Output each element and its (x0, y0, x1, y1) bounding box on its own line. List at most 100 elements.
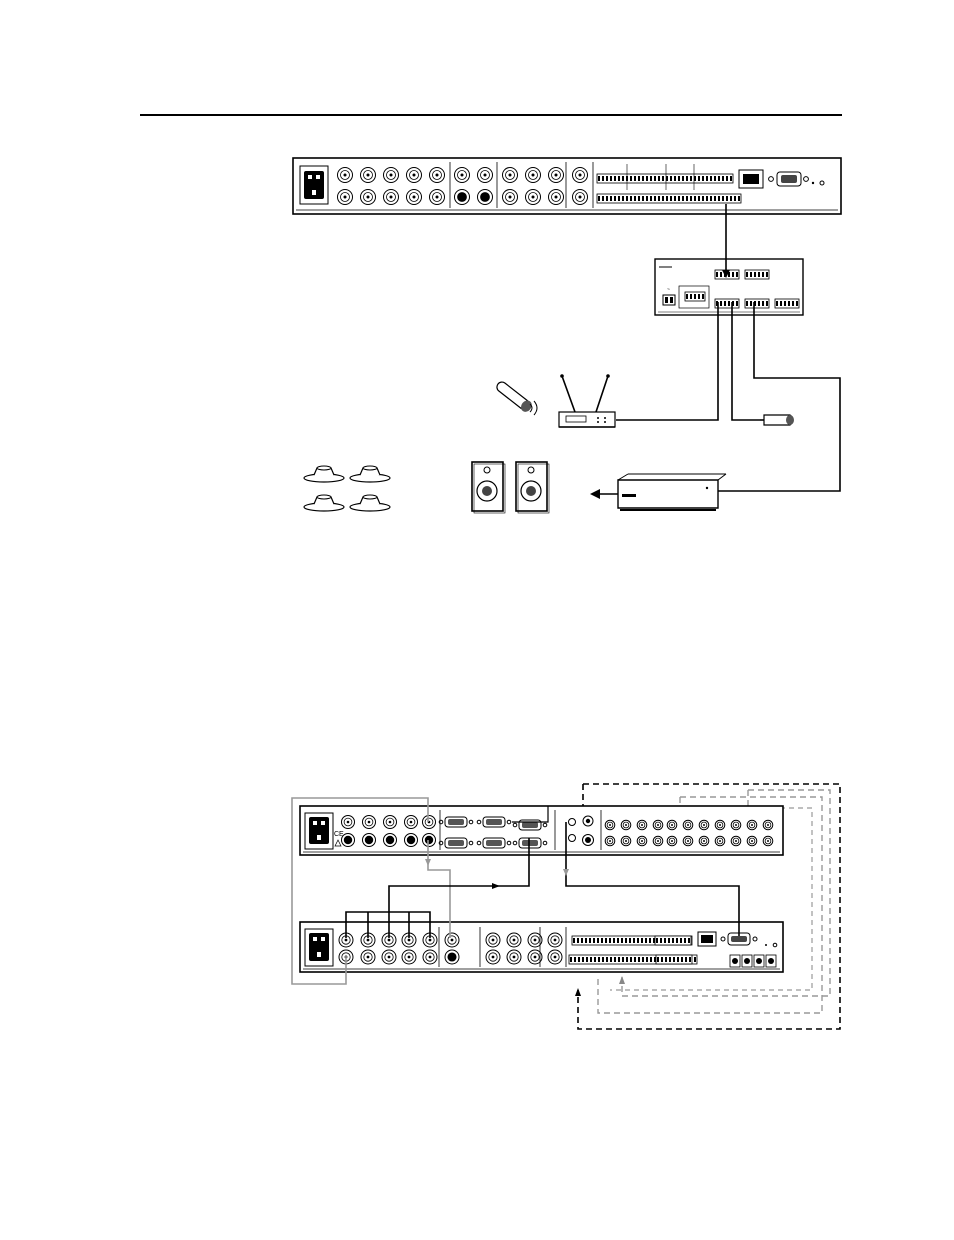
svideo-connector-icon (405, 834, 418, 847)
wireless-receiver (559, 374, 615, 427)
terminal-block-icon (656, 955, 692, 964)
ceiling-speaker-icon (350, 466, 390, 482)
small-connector-icon (730, 955, 740, 967)
upper-rear-panel: CE (300, 806, 783, 855)
power-inlet-icon (305, 813, 333, 849)
small-connector-icon (742, 955, 752, 967)
bnc-connector-icon (405, 816, 418, 829)
bnc-connector-icon (605, 836, 615, 846)
bnc-connector-icon (715, 836, 725, 846)
bnc-connector-icon (430, 168, 445, 183)
bnc-connector-icon (361, 190, 376, 205)
svideo-connector-icon (363, 834, 376, 847)
bnc-connector-icon (507, 950, 521, 964)
diagram-top: ~ (293, 158, 841, 513)
bnc-connector-icon (747, 836, 757, 846)
bnc-connector-icon (342, 816, 355, 829)
bnc-connector-icon (731, 820, 741, 830)
lower-rear-panel (300, 922, 783, 972)
bnc-connector-icon (384, 168, 399, 183)
bnc-connector-icon (407, 190, 422, 205)
svideo-connector-icon (478, 190, 493, 205)
audio-interface: ~ (655, 259, 803, 315)
bnc-connector-icon (486, 933, 500, 947)
bnc-connector-icon (763, 820, 773, 830)
small-connector-icon (754, 955, 764, 967)
bnc-connector-icon (384, 190, 399, 205)
terminal-block-icon (685, 292, 705, 301)
bnc-connector-icon (548, 950, 562, 964)
bnc-connector-icon (747, 820, 757, 830)
bnc-connector-icon (445, 933, 459, 947)
rear-panel-switcher (293, 158, 841, 214)
bnc-connector-icon (667, 836, 677, 846)
loudspeaker-icon (516, 462, 549, 513)
bnc-connector-icon (621, 836, 631, 846)
ethernet-port-icon (698, 932, 716, 946)
bnc-connector-icon (363, 816, 376, 829)
ceiling-speakers (304, 466, 390, 511)
wireless-microphone (494, 379, 537, 415)
power-inlet-icon (305, 929, 333, 966)
small-connector-icon (766, 955, 776, 967)
svideo-connector-icon (384, 834, 397, 847)
bnc-connector-icon (731, 836, 741, 846)
bnc-connector-icon (526, 190, 541, 205)
power-amplifier (590, 474, 726, 510)
bnc-connector-icon (548, 933, 562, 947)
monitor-speakers (472, 462, 549, 513)
bnc-connector-icon (653, 820, 663, 830)
bnc-connector-icon (507, 933, 521, 947)
bnc-connector-icon (763, 836, 773, 846)
bnc-connector-icon (549, 168, 564, 183)
bnc-connector-icon (384, 816, 397, 829)
ceiling-speaker-icon (304, 495, 344, 511)
bnc-connector-icon (683, 836, 693, 846)
terminal-block-icon (597, 174, 733, 183)
terminal-block-icon (745, 270, 769, 279)
bnc-connector-icon (478, 168, 493, 183)
svideo-connector-icon (445, 950, 459, 964)
bnc-connector-icon (715, 820, 725, 830)
ceiling-speaker-icon (350, 495, 390, 511)
svideo-connector-icon (342, 834, 355, 847)
bnc-connector-icon (637, 820, 647, 830)
power-inlet-icon (300, 166, 328, 204)
bnc-connector-icon (573, 190, 588, 205)
bnc-connector-icon (382, 950, 396, 964)
bnc-connector-icon (503, 168, 518, 183)
svideo-connector-icon (423, 834, 436, 847)
bnc-connector-icon (699, 820, 709, 830)
bnc-connector-icon (653, 836, 663, 846)
bnc-connector-icon (526, 168, 541, 183)
bnc-connector-icon (605, 820, 615, 830)
bnc-connector-icon (621, 820, 631, 830)
bnc-connector-icon (338, 190, 353, 205)
bnc-connector-icon (667, 820, 677, 830)
terminal-block-icon (655, 936, 691, 945)
top-connection-lines (616, 204, 840, 491)
bnc-connector-icon (486, 950, 500, 964)
bnc-connector-icon (503, 190, 518, 205)
terminal-block-icon (745, 299, 769, 308)
bnc-connector-icon (549, 190, 564, 205)
bnc-connector-icon (361, 950, 375, 964)
wired-microphone (760, 415, 794, 425)
bnc-connector-icon (402, 950, 416, 964)
bnc-connector-icon (573, 168, 588, 183)
bnc-connector-icon (423, 816, 436, 829)
bnc-connector-icon (407, 168, 422, 183)
ceiling-speaker-icon (304, 466, 344, 482)
diagram-bottom: CE (292, 784, 840, 1029)
bnc-connector-icon (637, 836, 647, 846)
ethernet-port-icon (739, 170, 763, 188)
bnc-connector-icon (683, 820, 693, 830)
terminal-block-icon (597, 194, 741, 203)
svideo-connector-icon (455, 190, 470, 205)
bnc-connector-icon (455, 168, 470, 183)
terminal-block-icon (775, 299, 799, 308)
bnc-connector-icon (423, 950, 437, 964)
bnc-connector-icon (699, 836, 709, 846)
bnc-connector-icon (338, 168, 353, 183)
